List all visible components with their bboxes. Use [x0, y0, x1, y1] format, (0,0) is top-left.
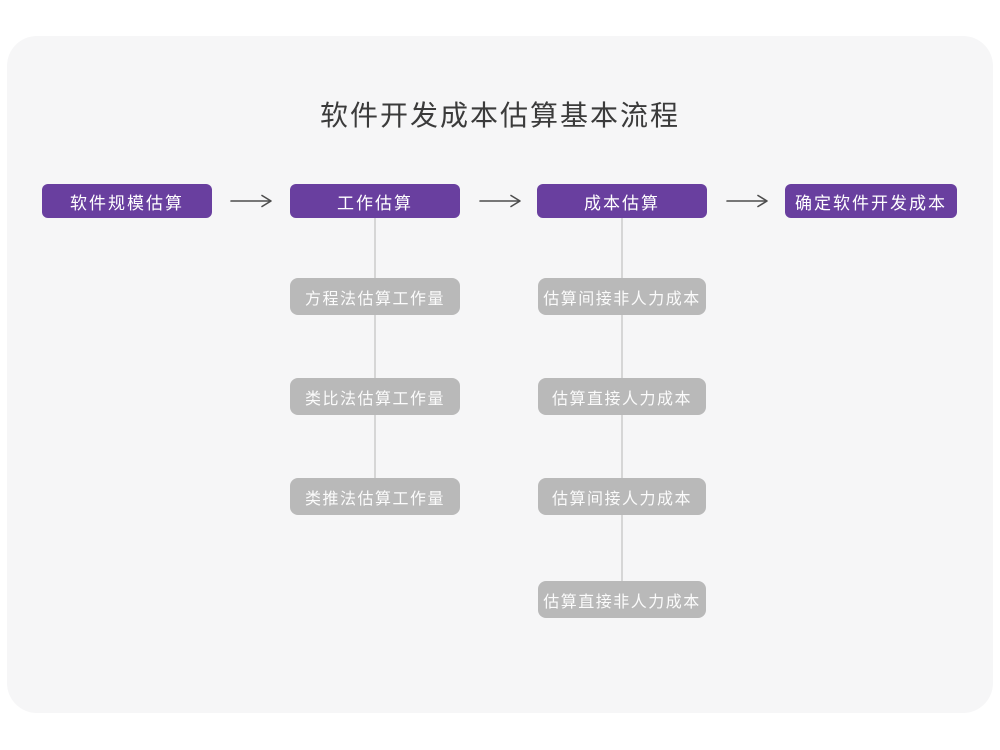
- subnode-direct-labor-cost: 估算直接人力成本: [538, 378, 706, 415]
- node-label: 工作估算: [337, 193, 413, 213]
- node-label: 软件规模估算: [70, 193, 184, 213]
- subnode-label: 估算直接非人力成本: [543, 593, 701, 611]
- diagram-title: 软件开发成本估算基本流程: [319, 100, 680, 131]
- node-cost-estimation: 成本估算: [537, 184, 707, 218]
- right-arrow-icon: [726, 194, 770, 208]
- subnode-analogy-method: 类比法估算工作量: [290, 378, 460, 415]
- right-arrow-icon: [230, 194, 274, 208]
- subnode-equation-method: 方程法估算工作量: [290, 278, 460, 315]
- subnode-label: 方程法估算工作量: [304, 290, 445, 308]
- node-label: 确定软件开发成本: [795, 193, 947, 213]
- connector-line-work-column: [374, 218, 376, 497]
- subnode-label: 类推法估算工作量: [304, 490, 445, 508]
- subnode-label: 类比法估算工作量: [304, 390, 445, 408]
- node-work-estimation: 工作估算: [290, 184, 460, 218]
- node-determine-dev-cost: 确定软件开发成本: [785, 184, 957, 218]
- subnode-indirect-nonlabor-cost: 估算间接非人力成本: [538, 278, 706, 315]
- diagram-card: [7, 36, 993, 713]
- right-arrow-icon: [479, 194, 523, 208]
- node-label: 成本估算: [584, 193, 660, 213]
- subnode-label: 估算间接人力成本: [551, 490, 692, 508]
- node-software-scale-estimation: 软件规模估算: [42, 184, 212, 218]
- subnode-label: 估算直接人力成本: [551, 390, 692, 408]
- subnode-extrapolation-method: 类推法估算工作量: [290, 478, 460, 515]
- subnode-label: 估算间接非人力成本: [543, 290, 701, 308]
- subnode-indirect-labor-cost: 估算间接人力成本: [538, 478, 706, 515]
- subnode-direct-nonlabor-cost: 估算直接非人力成本: [538, 581, 706, 618]
